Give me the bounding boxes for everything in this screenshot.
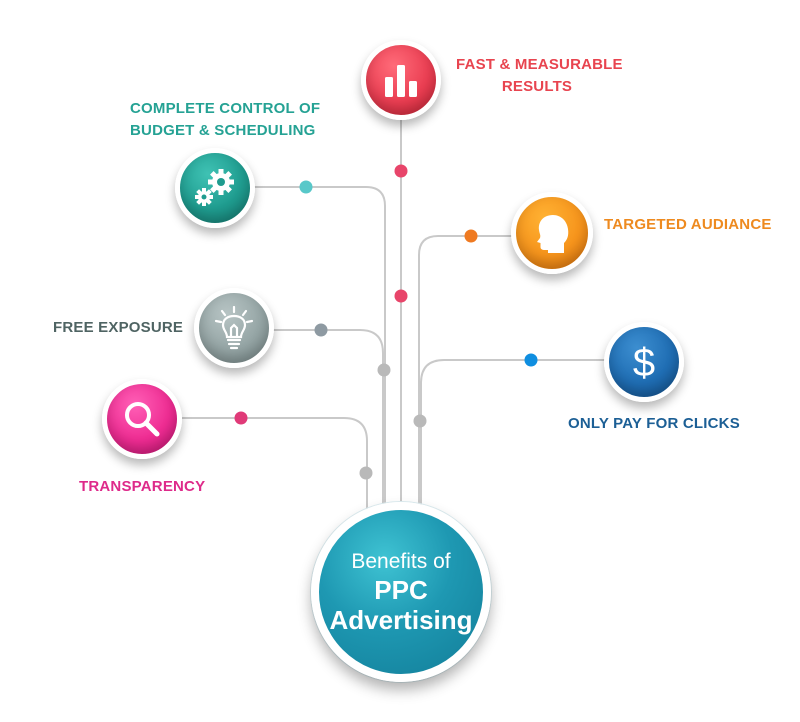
pay-per-click-label: ONLY PAY FOR CLICKS: [568, 415, 740, 432]
dot-budget-control: [299, 180, 313, 194]
magnifier-icon: [125, 402, 160, 437]
connector-pay-per-click: [420, 359, 607, 505]
center-title-line2: PPC: [374, 575, 428, 605]
dot-transparency-stem: [359, 466, 373, 480]
connector-budget-control: [252, 186, 386, 505]
connector-transparency: [182, 417, 368, 510]
dot-pay-per-click-stem: [413, 414, 427, 428]
lightbulb-icon: [214, 306, 254, 350]
dot-fast-results-upper: [394, 164, 408, 178]
transparency-orb: [102, 379, 182, 459]
center-title-line3: Advertising: [329, 605, 473, 635]
dot-transparency: [234, 411, 248, 425]
free-exposure-orb: [194, 288, 274, 368]
budget-control-orb: [175, 148, 255, 228]
targeted-audience-label: TARGETED AUDIANCE: [604, 216, 772, 233]
dot-targeted-audience: [464, 229, 478, 243]
connector-free-exposure: [272, 329, 384, 505]
center-hub: Benefits of PPC Advertising: [311, 502, 491, 682]
budget-control-line1: COMPLETE CONTROL OF: [130, 100, 321, 117]
budget-control-label: COMPLETE CONTROL OF BUDGET & SCHEDULING: [130, 98, 321, 142]
dot-free-exposure-stem: [377, 363, 391, 377]
budget-control-line2: BUDGET & SCHEDULING: [130, 122, 316, 139]
svg-text:$: $: [633, 341, 655, 384]
dot-fast-results-lower: [394, 289, 408, 303]
dot-free-exposure: [314, 323, 328, 337]
gears-icon: [195, 169, 234, 206]
transparency-label: TRANSPARENCY: [79, 478, 206, 495]
center-title-line1: Benefits of: [351, 550, 451, 573]
dollar-icon: $: [633, 341, 655, 384]
pay-per-click-orb: $: [604, 322, 684, 402]
dot-pay-per-click: [524, 353, 538, 367]
fast-results-line2: RESULTS: [501, 78, 573, 95]
bar-chart-icon: [385, 65, 417, 97]
connector-targeted-audience: [418, 235, 514, 505]
fast-results-label: FAST & MEASURABLE RESULTS: [456, 54, 623, 98]
fast-results-orb: [361, 40, 441, 120]
fast-results-line1: FAST & MEASURABLE: [456, 56, 623, 73]
targeted-audience-orb: [511, 192, 593, 274]
head-profile-icon: [537, 215, 569, 253]
free-exposure-label: FREE EXPOSURE: [53, 319, 184, 336]
